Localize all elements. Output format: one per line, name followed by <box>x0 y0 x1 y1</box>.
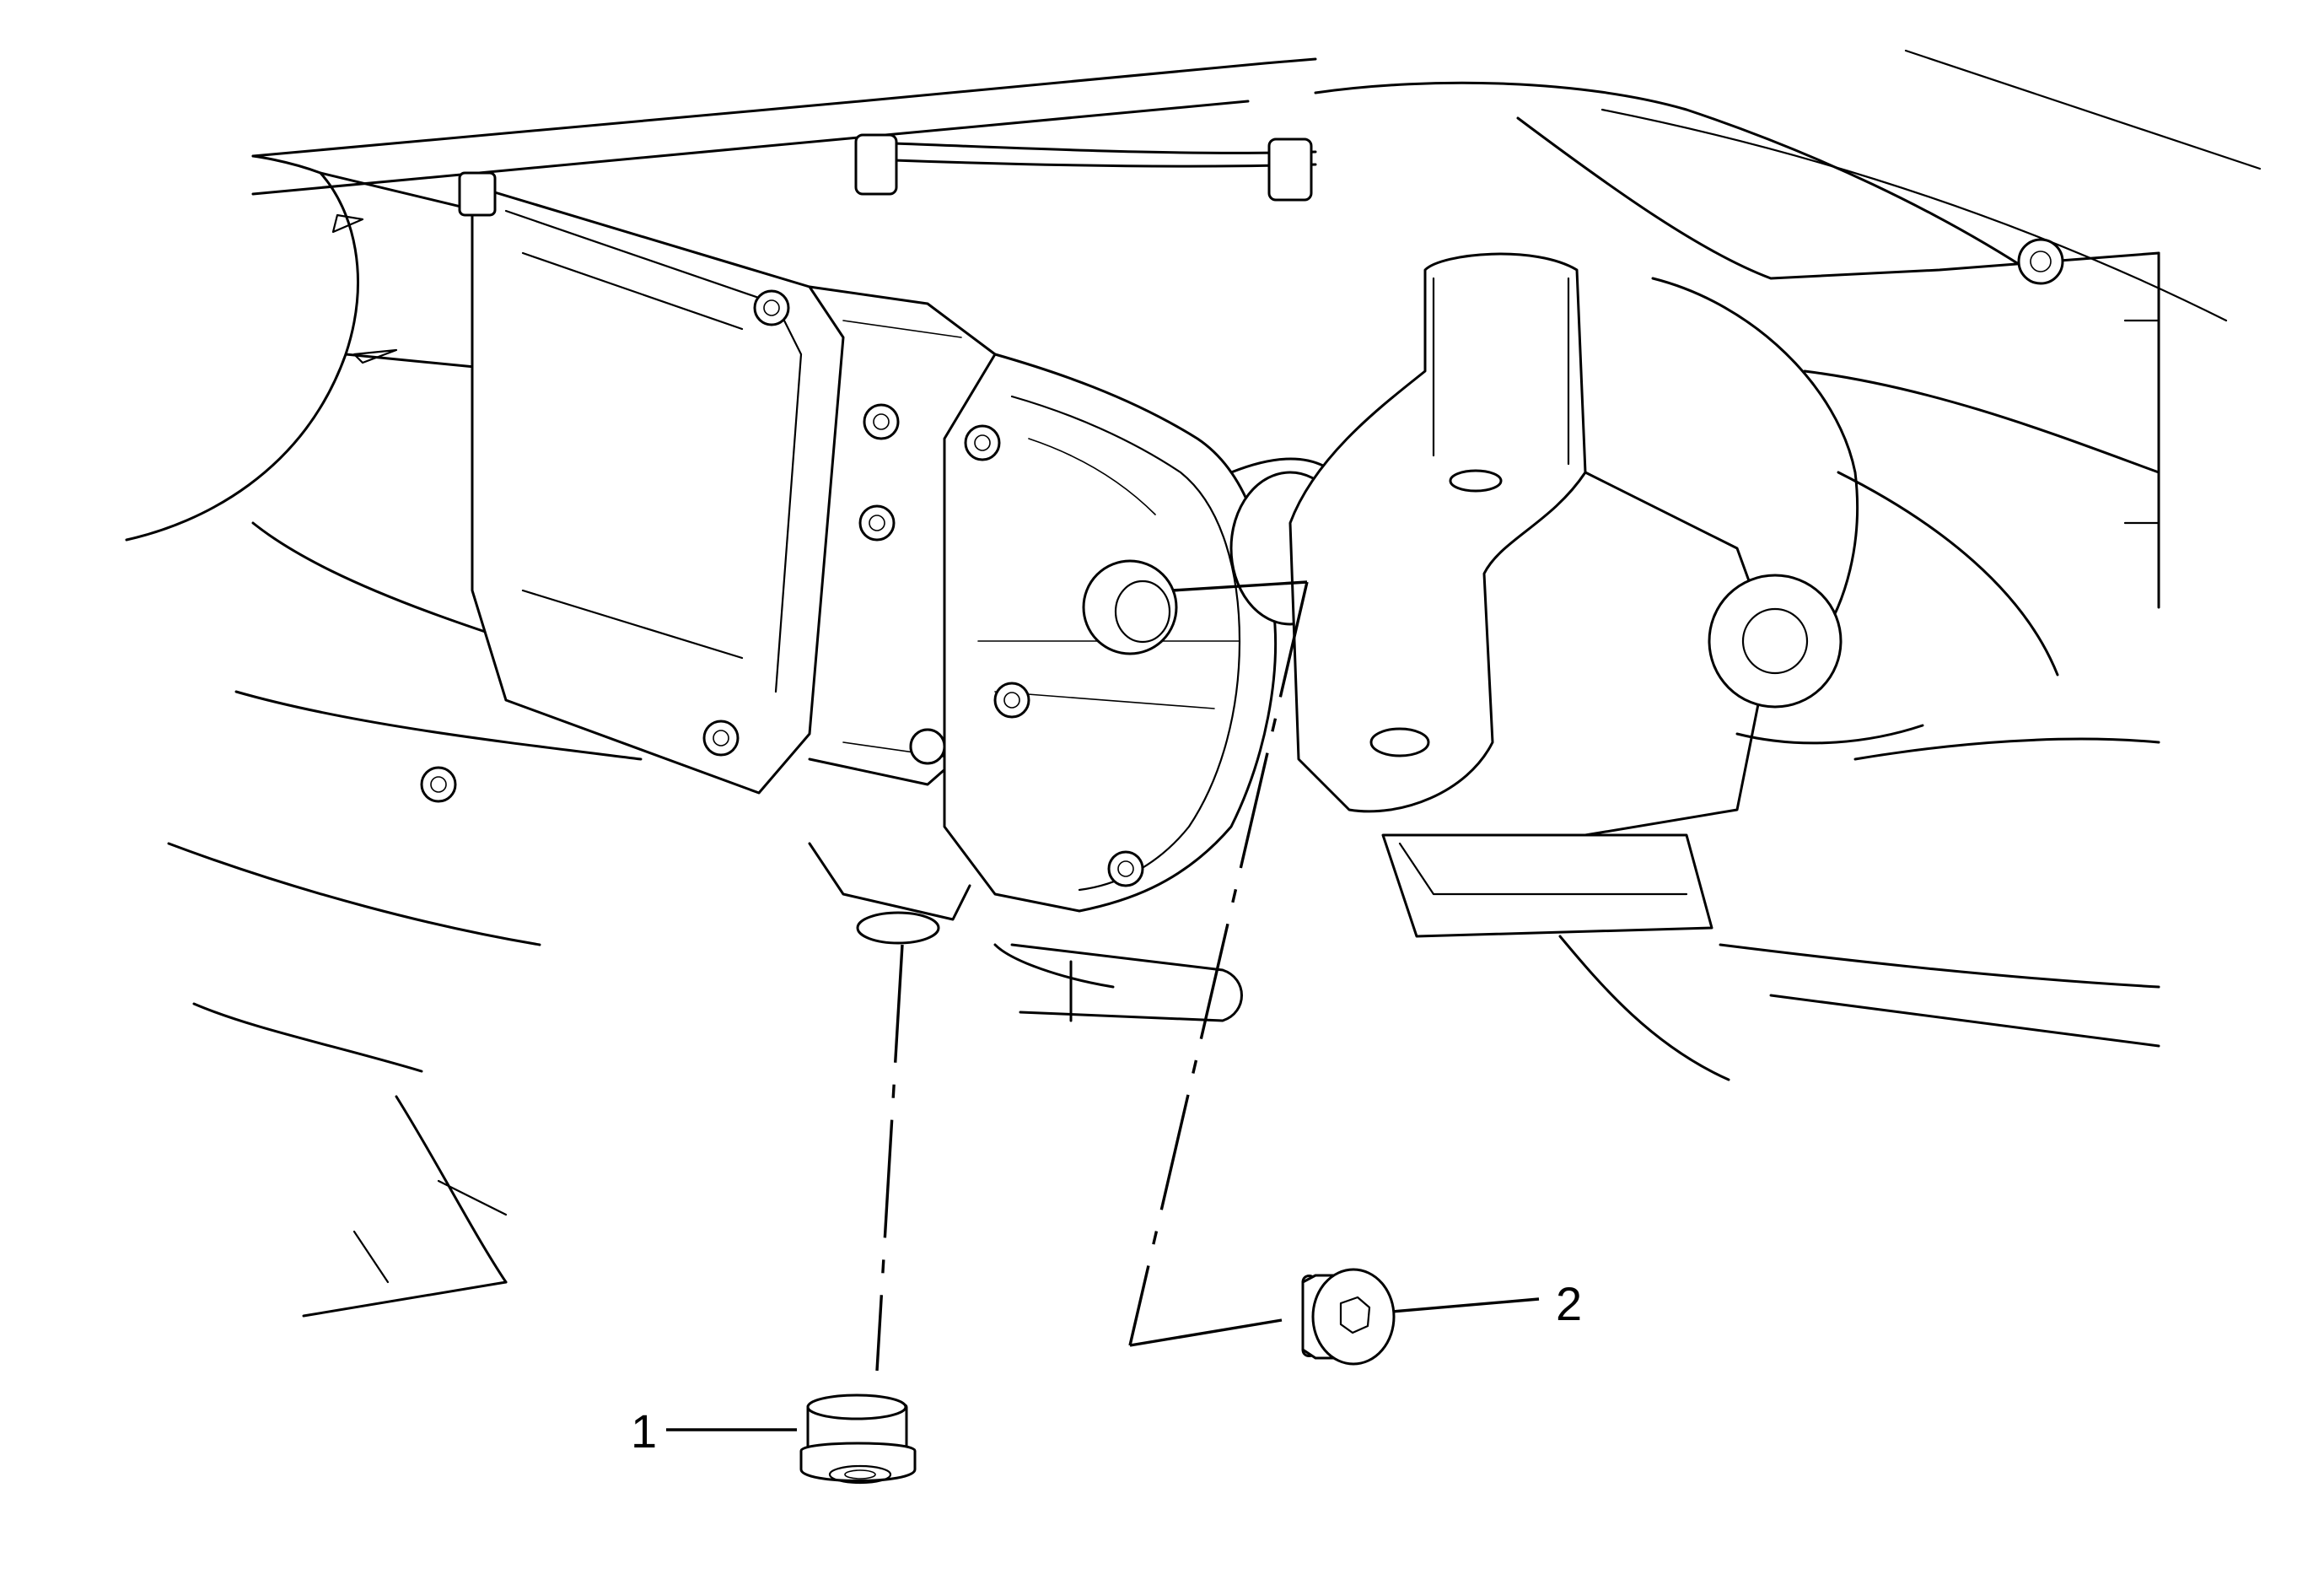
drain-plug-icon <box>799 1393 917 1485</box>
callout-line-item2 <box>1391 1297 1540 1313</box>
fill-plug-icon <box>1301 1268 1396 1366</box>
leader-line-item2-upper <box>1128 581 1309 1346</box>
wiring-harness <box>458 133 1317 217</box>
leader-line-item2-lower <box>1129 1318 1283 1347</box>
callout-number-item2: 2 <box>1556 1277 1582 1330</box>
transmission-housing <box>420 184 997 803</box>
callout-number-item1: 1 <box>631 1404 657 1458</box>
leader-line-item1 <box>875 944 904 1372</box>
lower-chassis <box>192 935 1730 1318</box>
suspension-arm <box>1651 238 2064 745</box>
mounting-bracket <box>1288 252 1773 938</box>
leader-lines <box>666 580 1540 1431</box>
leader-line-item2-hub <box>1171 580 1308 592</box>
